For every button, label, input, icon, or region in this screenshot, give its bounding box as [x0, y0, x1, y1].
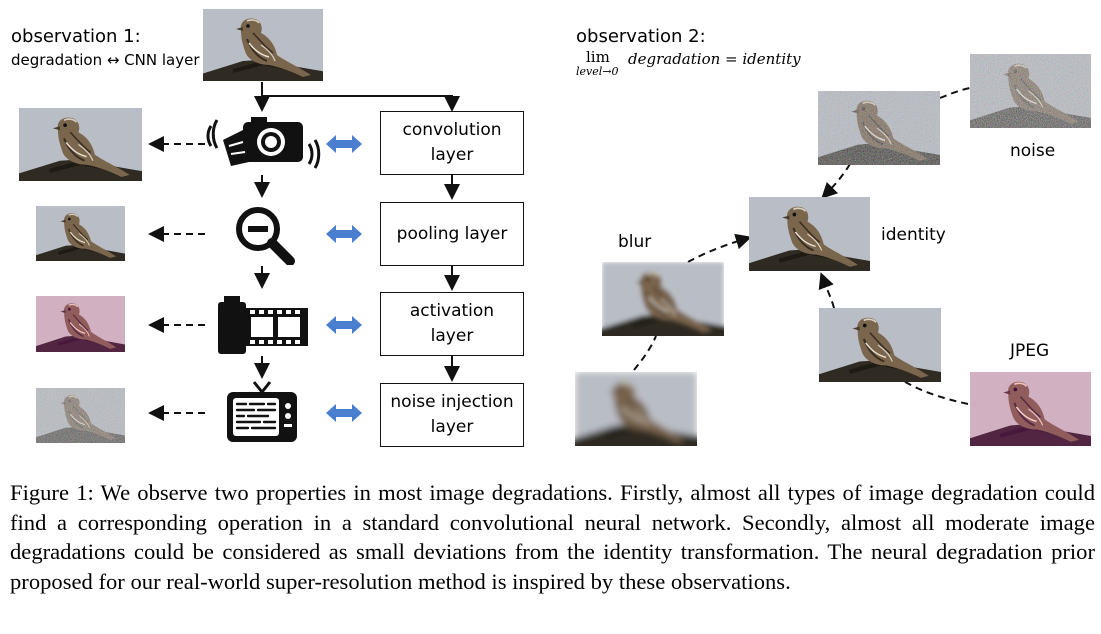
heavy-noise-photo	[970, 54, 1091, 128]
identity-photo	[749, 197, 870, 271]
film-roll-icon	[214, 294, 310, 356]
limit-expression: degradation = identity	[628, 50, 801, 68]
observation-2-connectors	[633, 87, 971, 405]
layer-label-line1: pooling layer	[396, 223, 508, 244]
observation-1-connectors	[148, 82, 460, 422]
zoom-out-icon	[232, 203, 296, 266]
heavy-jpeg-photo	[970, 372, 1091, 446]
layer-label-line2: layer	[430, 326, 474, 346]
noise-injection-layer-box: noise injection layer	[380, 383, 524, 447]
light-jpeg-photo	[819, 308, 941, 382]
limit-formula: lim level→0 degradation = identity	[576, 48, 836, 84]
identity-label: identity	[881, 225, 946, 245]
limit-operator: lim	[586, 48, 610, 66]
noise-result-photo	[36, 388, 125, 443]
figure-caption: Figure 1: We observe two properties in m…	[10, 478, 1095, 596]
light-blur-photo	[602, 262, 724, 336]
heavy-blur-photo	[575, 372, 697, 446]
figure-caption-text: Figure 1: We observe two properties in m…	[10, 480, 1095, 594]
tv-static-icon	[224, 380, 300, 446]
layer-label-line1: noise injection	[390, 392, 514, 412]
camera-shake-result-photo	[19, 108, 142, 181]
observation-2-title: observation 2:	[576, 26, 706, 47]
layer-label-line2: layer	[430, 145, 474, 165]
layer-label-line2: layer	[430, 417, 474, 437]
pooling-layer-box: pooling layer	[380, 202, 524, 266]
layer-label-line1: convolution	[402, 120, 502, 140]
convolution-layer-box: convolution layer	[380, 111, 524, 175]
light-noise-photo	[818, 91, 940, 165]
layer-label-line1: activation	[409, 301, 495, 321]
observation-1-subtitle: degradation ↔ CNN layer	[11, 51, 200, 69]
blur-label: blur	[618, 232, 652, 252]
camera-shake-icon	[203, 110, 323, 174]
noise-label: noise	[1010, 141, 1056, 161]
observation-1-title: observation 1:	[11, 26, 141, 47]
activation-layer-box: activation layer	[380, 292, 524, 356]
zoom-out-result-photo	[36, 206, 125, 261]
color-shift-result-photo	[36, 296, 125, 352]
jpeg-label: JPEG	[1010, 341, 1050, 361]
limit-subscript: level→0	[576, 65, 619, 78]
